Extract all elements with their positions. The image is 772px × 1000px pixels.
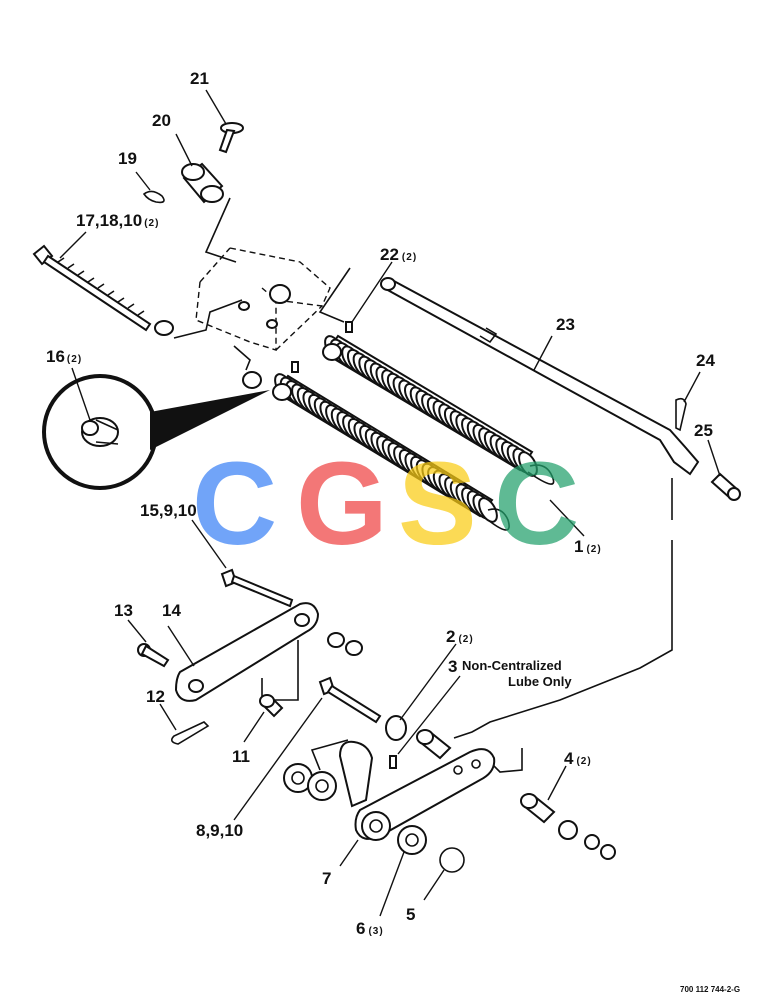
spring-coil-upper [518, 451, 538, 477]
callout-5: 5 [406, 905, 415, 924]
bushing-4 [416, 729, 556, 824]
callout-21: 21 [190, 69, 209, 88]
callout-1: 1(2) [574, 537, 602, 556]
callout-19: 19 [118, 149, 137, 168]
callout-7: 7 [322, 869, 331, 888]
callout-3: 3 [448, 657, 457, 676]
cotter-pin-24 [675, 397, 687, 432]
figure-code: 700 112 744-2-G [680, 985, 740, 994]
washer-6 [397, 825, 427, 855]
callout-16: 16(2) [46, 347, 82, 366]
leader-lines [59, 89, 721, 917]
cotter-pin-12 [170, 721, 210, 745]
washers-bracket [238, 284, 291, 389]
callout-25: 25 [694, 421, 713, 440]
arm-7 [338, 740, 496, 841]
callout-11: 11 [232, 747, 250, 766]
watermark: C G S C [192, 438, 579, 570]
callout-15-9-10: 15,9,10 [140, 501, 197, 520]
hairpin-clip-19 [142, 190, 165, 204]
fitting-3 [389, 755, 397, 769]
callout-labels: 21 20 19 17,18,10(2) 22(2) 23 16(2) 24 2… [46, 69, 740, 994]
detail-circle-16 [42, 374, 270, 490]
callout-13: 13 [114, 601, 133, 620]
note-line-2: Lube Only [508, 674, 572, 689]
bolt-15 [220, 568, 294, 608]
callout-4: 4(2) [564, 749, 592, 768]
callout-12: 12 [146, 687, 165, 706]
washers-arm [283, 763, 337, 801]
callout-24: 24 [696, 351, 715, 370]
long-bolt-17 [32, 244, 174, 336]
grease-fittings-22 [291, 321, 353, 373]
washer-2 [385, 715, 407, 741]
phantom-lines [173, 197, 673, 773]
callout-20: 20 [152, 111, 171, 130]
washers-link [327, 632, 363, 656]
callout-22: 22(2) [380, 245, 417, 264]
washers-right [558, 820, 616, 860]
snap-ring-5 [439, 847, 465, 873]
callout-17-18-10: 17,18,10(2) [76, 211, 159, 230]
pin-13 [137, 643, 170, 668]
springs-1 [272, 334, 555, 531]
callout-2: 2(2) [446, 627, 474, 646]
clevis-pin-21 [218, 122, 244, 154]
callout-8-9-10: 8,9,10 [196, 821, 243, 840]
link-14 [174, 602, 320, 702]
watermark-letter-4: C [494, 438, 579, 570]
detail-nut-16 [81, 417, 119, 447]
bracket-outline [195, 247, 331, 351]
bushing-20 [181, 162, 224, 204]
pin-25 [710, 472, 741, 501]
note-line-1: Non-Centralized [462, 658, 562, 673]
callout-14: 14 [162, 601, 181, 620]
callout-23: 23 [556, 315, 575, 334]
watermark-letter-1: C [192, 438, 277, 570]
shaft-23 [380, 277, 700, 476]
watermark-letter-3: S [398, 438, 477, 570]
bolt-8 [318, 676, 382, 724]
callout-6: 6(3) [356, 919, 384, 938]
watermark-letter-2: G [296, 438, 388, 570]
bushing-11 [259, 694, 284, 718]
